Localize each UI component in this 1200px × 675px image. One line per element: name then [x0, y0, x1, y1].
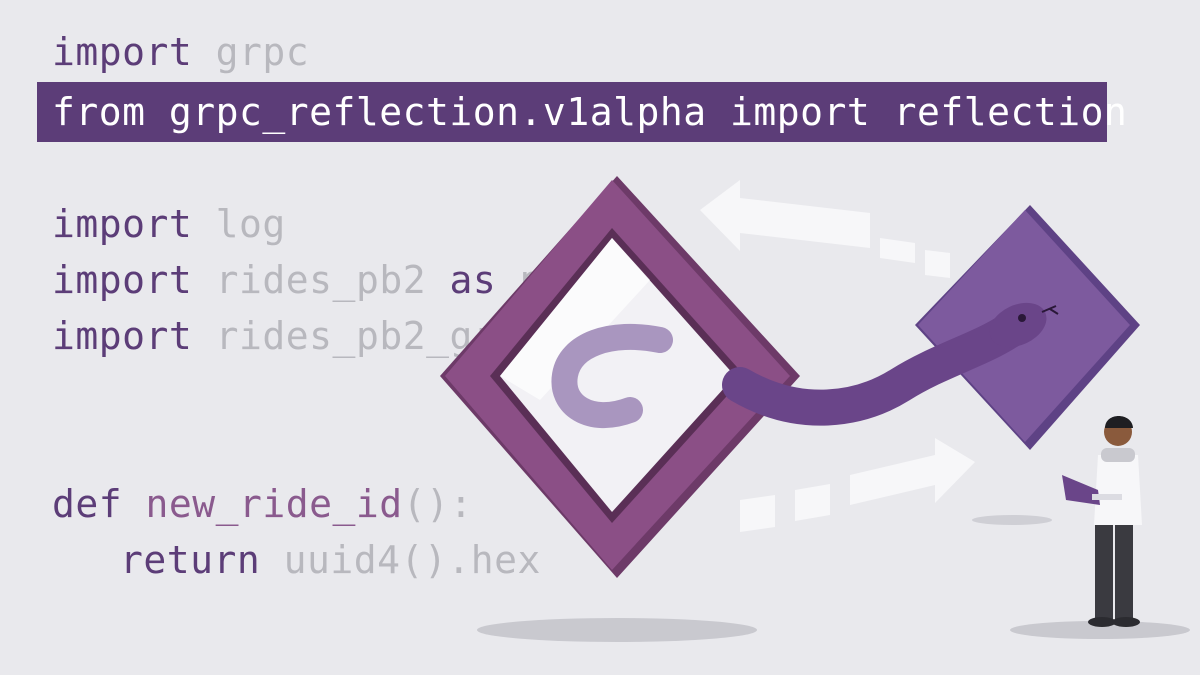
- return-keyword: return: [120, 538, 261, 582]
- module-name: rides_pb2_gr: [215, 314, 497, 358]
- code-line-1: import grpc: [52, 28, 309, 76]
- code-line-3: import log: [52, 200, 286, 248]
- code-line-7: return uuid4().hex: [120, 536, 541, 584]
- arrow-right-icon: [740, 438, 975, 532]
- function-suffix: ():: [402, 482, 473, 526]
- import-keyword: import: [52, 202, 193, 246]
- module-name: rides_pb2: [215, 258, 427, 302]
- card-shadow: [972, 515, 1052, 525]
- person-shadow: [1010, 621, 1190, 639]
- code-line-6: def new_ride_id():: [52, 480, 473, 528]
- highlighted-code-line: from grpc_reflection.v1alpha import refl…: [52, 90, 1128, 134]
- highlight-bar: [37, 82, 1107, 142]
- module-name: grpc: [215, 30, 310, 74]
- def-keyword: def: [52, 482, 123, 526]
- mirror-shadow: [477, 618, 757, 642]
- person-with-laptop: [1062, 416, 1142, 627]
- module-name: log: [215, 202, 286, 246]
- return-expression: uuid4().hex: [283, 538, 541, 582]
- import-keyword: import: [52, 314, 193, 358]
- snake: [722, 302, 1059, 426]
- arrow-left-icon: [700, 180, 950, 278]
- diamond-mirror-frame: [440, 176, 800, 578]
- import-keyword: import: [52, 30, 193, 74]
- import-keyword: import: [52, 258, 193, 302]
- as-keyword: as: [449, 258, 497, 302]
- function-name: new_ride_id: [145, 482, 403, 526]
